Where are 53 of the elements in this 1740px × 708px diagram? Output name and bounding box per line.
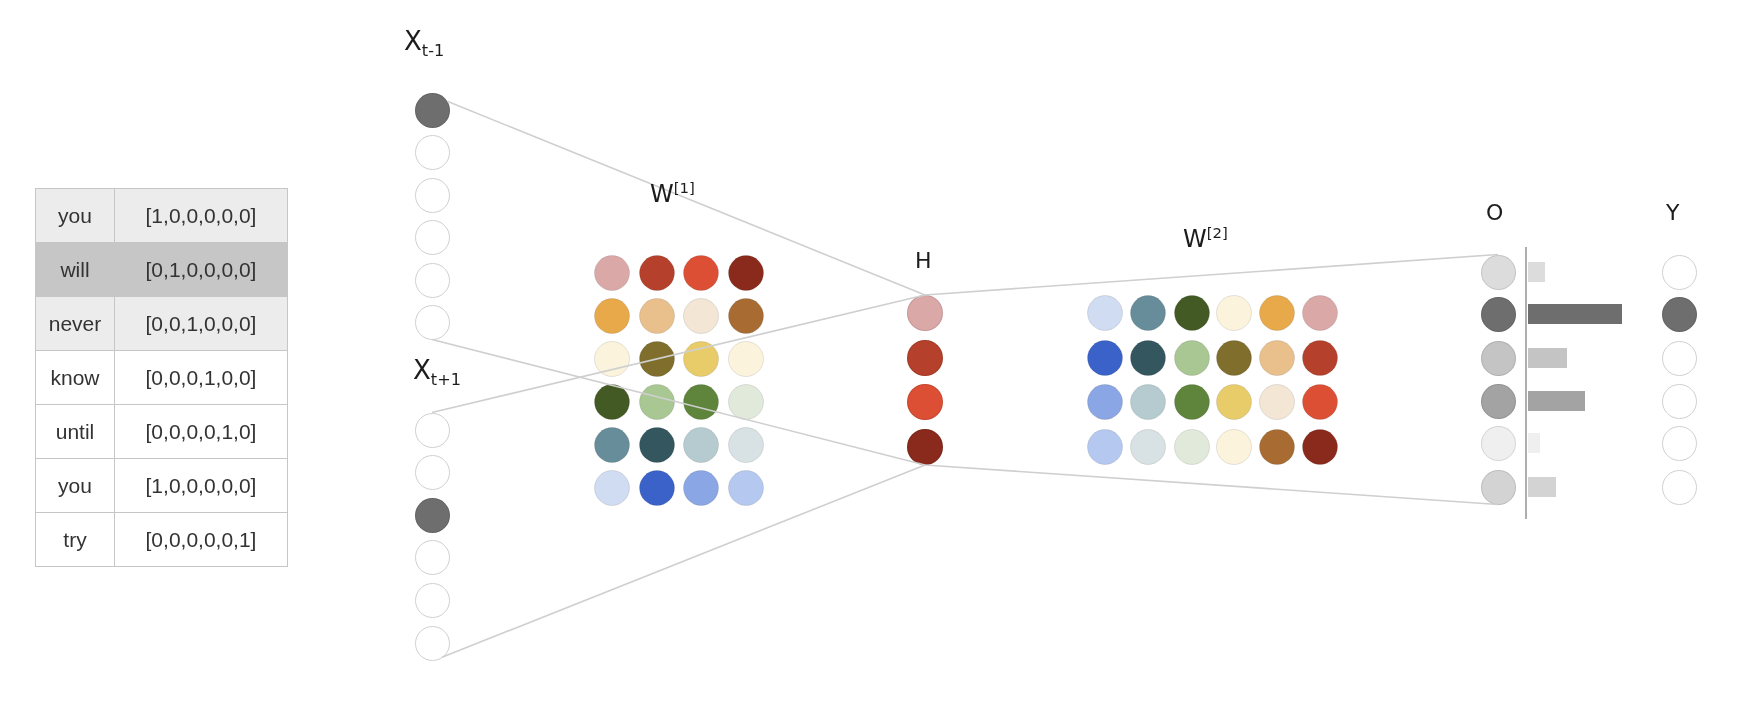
- layer-label: O: [1486, 200, 1504, 226]
- target-node-circle: [1661, 340, 1697, 376]
- input-node-circle: [414, 219, 450, 255]
- layer-label: H: [915, 248, 932, 274]
- word-cell: will: [35, 242, 115, 297]
- one-hot-vector-cell: [1,0,0,0,0,0]: [114, 458, 288, 513]
- connector-line: [924, 253, 1499, 296]
- hidden-node-circle: [907, 340, 943, 376]
- hidden-node-circle: [907, 384, 943, 420]
- target-node-circle: [1661, 254, 1697, 290]
- output-node-circle: [1480, 254, 1516, 290]
- one-hot-vector-cell: [0,0,0,1,0,0]: [114, 350, 288, 405]
- word-cell: until: [35, 404, 115, 459]
- weight-matrix-label: W$^{[2]}$: [1183, 225, 1228, 254]
- connector-line: [446, 100, 926, 296]
- word-cell: try: [35, 512, 115, 567]
- input-node-circle: [414, 582, 450, 618]
- one-hot-vector-cell: [0,0,1,0,0,0]: [114, 296, 288, 351]
- output-node-circle: [1480, 340, 1516, 376]
- one-hot-vector-cell: [0,1,0,0,0,0]: [114, 242, 288, 297]
- input-node-circle: [414, 304, 450, 340]
- layer-label: X$_{t-1}$: [404, 27, 445, 61]
- input-node-circle: [414, 412, 450, 448]
- input-node-circle: [414, 454, 450, 490]
- input-node-circle: [414, 134, 450, 170]
- target-node-circle: [1661, 383, 1697, 419]
- output-node-circle: [1480, 469, 1516, 505]
- word-cell: know: [35, 350, 115, 405]
- word-cell: you: [35, 458, 115, 513]
- word-cell: you: [35, 188, 115, 243]
- connector-line: [924, 464, 1499, 506]
- output-node-circle: [1480, 425, 1516, 461]
- hidden-node-circle: [907, 295, 943, 331]
- layer-label: X$_{t+1}$: [413, 356, 461, 390]
- one-hot-vector-cell: [1,0,0,0,0,0]: [114, 188, 288, 243]
- input-node-circle: [414, 625, 450, 661]
- target-node-circle: [1661, 296, 1697, 332]
- input-node-circle: [414, 497, 450, 533]
- target-node-circle: [1661, 469, 1697, 505]
- layer-label: Y: [1666, 200, 1680, 226]
- input-node-circle: [414, 177, 450, 213]
- output-node-circle: [1480, 296, 1516, 332]
- input-node-circle: [414, 92, 450, 128]
- word-cell: never: [35, 296, 115, 351]
- weight-matrix-label: W$^{[1]}$: [650, 180, 695, 209]
- target-node-circle: [1661, 425, 1697, 461]
- one-hot-vector-cell: [0,0,0,0,0,1]: [114, 512, 288, 567]
- hidden-node-circle: [907, 429, 943, 465]
- output-node-circle: [1480, 383, 1516, 419]
- input-node-circle: [414, 262, 450, 298]
- connector-line: [441, 464, 926, 659]
- one-hot-vector-cell: [0,0,0,0,1,0]: [114, 404, 288, 459]
- input-node-circle: [414, 539, 450, 575]
